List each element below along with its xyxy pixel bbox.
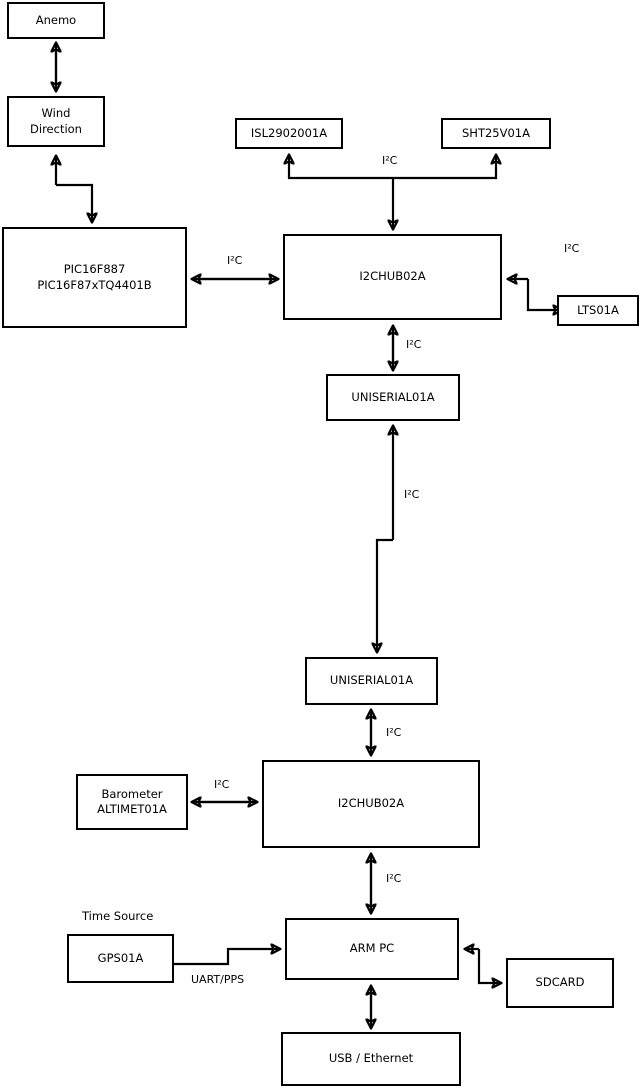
node-uniserial01a-bottom[interactable]: UNISERIAL01A xyxy=(305,657,438,705)
edge-pic-wind-elbow xyxy=(56,183,92,222)
edge-label-i2c-uniserial-uniserial: I²C xyxy=(404,488,420,501)
edge-label-i2c-sensor-bus: I²C xyxy=(382,154,398,167)
edge-label-i2c-lts01a: I²C xyxy=(564,242,580,255)
node-arm-pc[interactable]: ARM PC xyxy=(285,918,459,980)
node-i2chub02a-top[interactable]: I2CHUB02A xyxy=(283,234,502,320)
node-sht25v01a[interactable]: SHT25V01A xyxy=(441,118,551,149)
edge-label-i2c-barometer: I²C xyxy=(214,778,230,791)
node-pic-microcontroller[interactable]: PIC16F887 PIC16F87xTQ4401B xyxy=(2,227,187,328)
label-time-source: Time Source xyxy=(82,909,154,923)
node-wind-direction[interactable]: Wind Direction xyxy=(7,96,105,147)
edge-label-i2c-hub-armpc: I²C xyxy=(386,872,402,885)
edge-label-i2c-hub-uniserial: I²C xyxy=(406,338,422,351)
node-sdcard[interactable]: SDCARD xyxy=(506,958,614,1008)
node-uniserial01a-top[interactable]: UNISERIAL01A xyxy=(326,374,460,421)
node-isl2902001a[interactable]: ISL2902001A xyxy=(235,118,343,149)
edge-hub-bus-isl xyxy=(289,155,393,180)
edge-lts-to-hub xyxy=(526,279,562,310)
node-usb-ethernet[interactable]: USB / Ethernet xyxy=(281,1032,461,1086)
node-anemo[interactable]: Anemo xyxy=(7,2,105,39)
edge-gps-armpc xyxy=(174,949,280,966)
edge-label-uart-pps: UART/PPS xyxy=(191,973,245,986)
node-lts01a[interactable]: LTS01A xyxy=(557,295,639,326)
node-gps01a[interactable]: GPS01A xyxy=(67,934,174,983)
edge-sdcard-to-armpc xyxy=(477,949,501,983)
edge-label-i2c-pic-hub: I²C xyxy=(227,254,243,267)
edge-hub-bus-sht xyxy=(393,155,496,180)
node-i2chub02a-bottom[interactable]: I2CHUB02A xyxy=(262,760,480,848)
edge-uni-uni-down xyxy=(377,538,393,652)
node-barometer-altimet01a[interactable]: Barometer ALTIMET01A xyxy=(76,774,188,830)
edge-label-i2c-uniserial-hub: I²C xyxy=(386,726,402,739)
